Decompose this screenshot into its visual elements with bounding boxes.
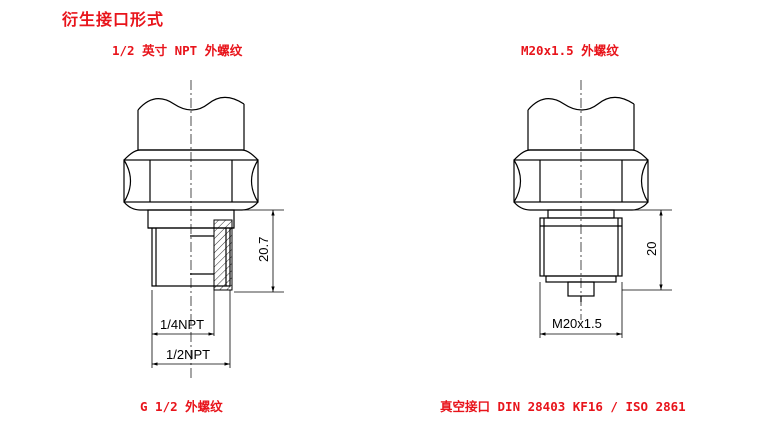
right-break-line <box>527 96 635 111</box>
left-caption-bottom: G 1/2 外螺纹 <box>140 399 223 414</box>
left-dim-inner: 1/4NPT <box>160 317 204 332</box>
left-dim-outer: 1/2NPT <box>166 347 210 362</box>
right-fitting <box>513 96 649 302</box>
right-dim-height: 20 <box>644 242 659 256</box>
page-title: 衍生接口形式 <box>62 10 165 29</box>
right-caption-bottom: 真空接口 DIN 28403 KF16 / ISO 2861 <box>440 399 686 414</box>
left-dimensions <box>151 209 284 368</box>
right-dimensions <box>539 209 672 338</box>
right-caption-top: M20x1.5 外螺纹 <box>521 43 619 58</box>
left-hatch-section <box>213 219 233 291</box>
right-dim-thread: M20x1.5 <box>552 316 602 331</box>
left-break-line <box>137 96 245 111</box>
left-dim-height: 20.7 <box>256 237 271 262</box>
left-caption-top: 1/2 英寸 NPT 外螺纹 <box>112 43 243 58</box>
